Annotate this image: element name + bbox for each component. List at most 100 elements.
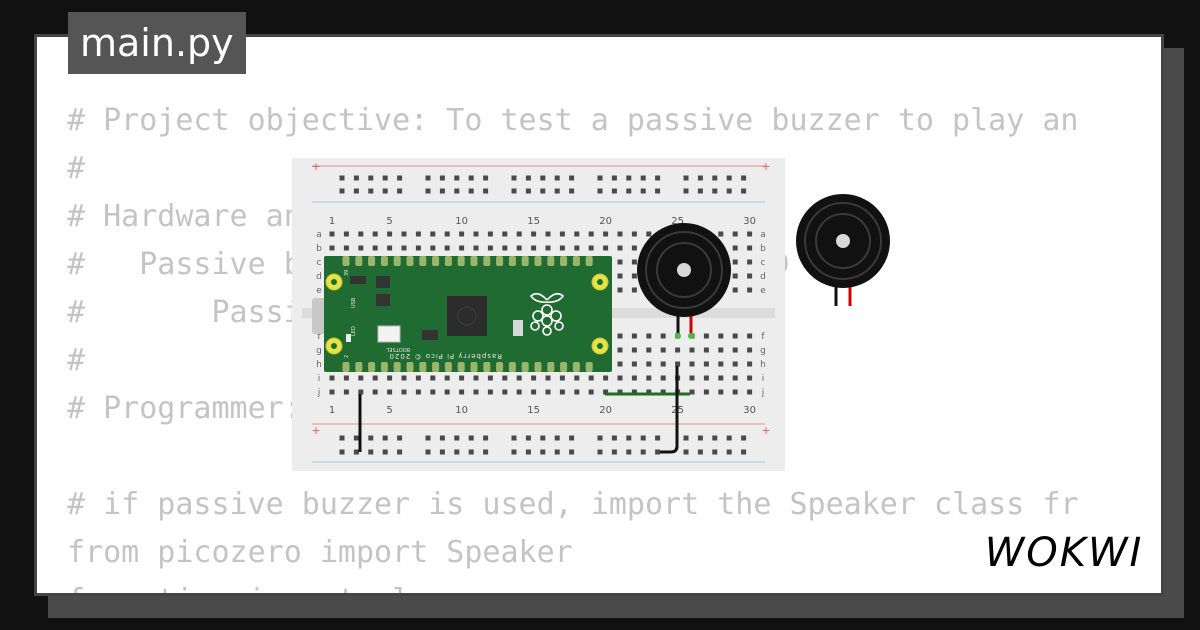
rail-hole — [626, 449, 632, 455]
rail-hole — [569, 435, 575, 441]
terminal-hole — [660, 389, 666, 395]
buzzer-icon[interactable] — [634, 222, 734, 342]
row-label: a — [760, 230, 766, 240]
terminal-hole — [473, 375, 479, 381]
header-pin — [534, 362, 542, 372]
row-label: d — [316, 272, 322, 282]
header-pin — [419, 256, 427, 266]
header-pin — [444, 362, 452, 372]
rail-hole — [626, 175, 632, 181]
terminal-hole — [459, 389, 465, 395]
terminal-hole — [631, 231, 637, 237]
column-label: 10 — [455, 405, 468, 416]
terminal-hole — [574, 231, 580, 237]
header-pin — [508, 256, 516, 266]
terminal-hole — [732, 375, 738, 381]
header-pin — [368, 256, 376, 266]
terminal-hole — [459, 231, 465, 237]
terminal-hole — [559, 375, 565, 381]
rail-hole — [425, 175, 431, 181]
rail-hole — [697, 435, 703, 441]
rail-hole — [339, 188, 345, 194]
rail-hole — [382, 175, 388, 181]
rail-hole — [540, 188, 546, 194]
terminal-hole — [732, 273, 738, 279]
header-pin — [496, 362, 504, 372]
rail-hole — [655, 188, 661, 194]
rail-hole — [655, 435, 661, 441]
rail-hole — [339, 449, 345, 455]
terminal-hole — [732, 287, 738, 293]
terminal-hole — [732, 361, 738, 367]
terminal-hole — [531, 245, 537, 251]
code-line: # — [67, 343, 86, 378]
terminal-hole — [372, 375, 378, 381]
pico-board[interactable]: Raspberry Pi Pico © 2020 BOOTSEL LED USB… — [312, 256, 612, 372]
terminal-hole — [747, 273, 753, 279]
wokwi-logo: WOKWI — [985, 530, 1142, 576]
rail-hole — [712, 175, 718, 181]
rail-hole — [569, 449, 575, 455]
rail-hole — [439, 188, 445, 194]
terminal-hole — [675, 361, 681, 367]
rail-hole — [525, 449, 531, 455]
terminal-hole — [660, 361, 666, 367]
terminal-hole — [718, 333, 724, 339]
terminal-hole — [675, 347, 681, 353]
terminal-hole — [631, 245, 637, 251]
rail-plus-sign: + — [311, 160, 320, 173]
terminal-hole — [343, 231, 349, 237]
terminal-hole — [646, 389, 652, 395]
rail-hole — [726, 435, 732, 441]
power-rails: ++++ — [311, 160, 771, 463]
column-label: 15 — [527, 405, 540, 416]
terminal-hole — [343, 375, 349, 381]
row-label: b — [760, 244, 766, 254]
terminal-hole — [747, 347, 753, 353]
row-label: h — [316, 360, 322, 370]
terminal-hole — [703, 375, 709, 381]
terminal-hole — [631, 333, 637, 339]
buzzer-icon[interactable] — [794, 192, 894, 312]
terminal-hole — [747, 389, 753, 395]
usb-label: USB — [351, 297, 357, 308]
terminal-hole — [358, 375, 364, 381]
terminal-hole — [502, 375, 508, 381]
terminal-hole — [401, 231, 407, 237]
rail-plus-sign: + — [761, 160, 770, 173]
terminal-hole — [343, 245, 349, 251]
ground-wire[interactable] — [660, 366, 679, 454]
terminal-hole — [747, 245, 753, 251]
terminal-hole — [531, 375, 537, 381]
rail-hole — [368, 449, 374, 455]
header-pin — [368, 362, 376, 372]
terminal-hole — [559, 389, 565, 395]
pin-headers — [342, 256, 593, 372]
terminal-hole — [473, 231, 479, 237]
terminal-hole — [444, 231, 450, 237]
rail-hole — [540, 449, 546, 455]
terminal-hole — [747, 361, 753, 367]
header-pin — [521, 362, 529, 372]
row-label: a — [316, 230, 322, 240]
terminal-hole — [358, 231, 364, 237]
terminal-hole — [459, 245, 465, 251]
terminal-hole — [502, 231, 508, 237]
column-label: 20 — [599, 216, 612, 227]
rail-hole — [597, 449, 603, 455]
terminal-hole — [747, 259, 753, 265]
rail-hole — [525, 188, 531, 194]
terminal-hole — [631, 273, 637, 279]
terminal-hole — [387, 375, 393, 381]
rail-hole — [368, 188, 374, 194]
terminal-hole — [732, 231, 738, 237]
header-pin — [521, 256, 529, 266]
terminal-hole — [689, 347, 695, 353]
bootsel-button[interactable] — [377, 325, 401, 343]
header-pin — [496, 256, 504, 266]
row-label: g — [760, 346, 766, 356]
rail-hole — [382, 449, 388, 455]
terminal-hole — [516, 231, 522, 237]
file-tab[interactable]: main.py — [68, 12, 246, 74]
